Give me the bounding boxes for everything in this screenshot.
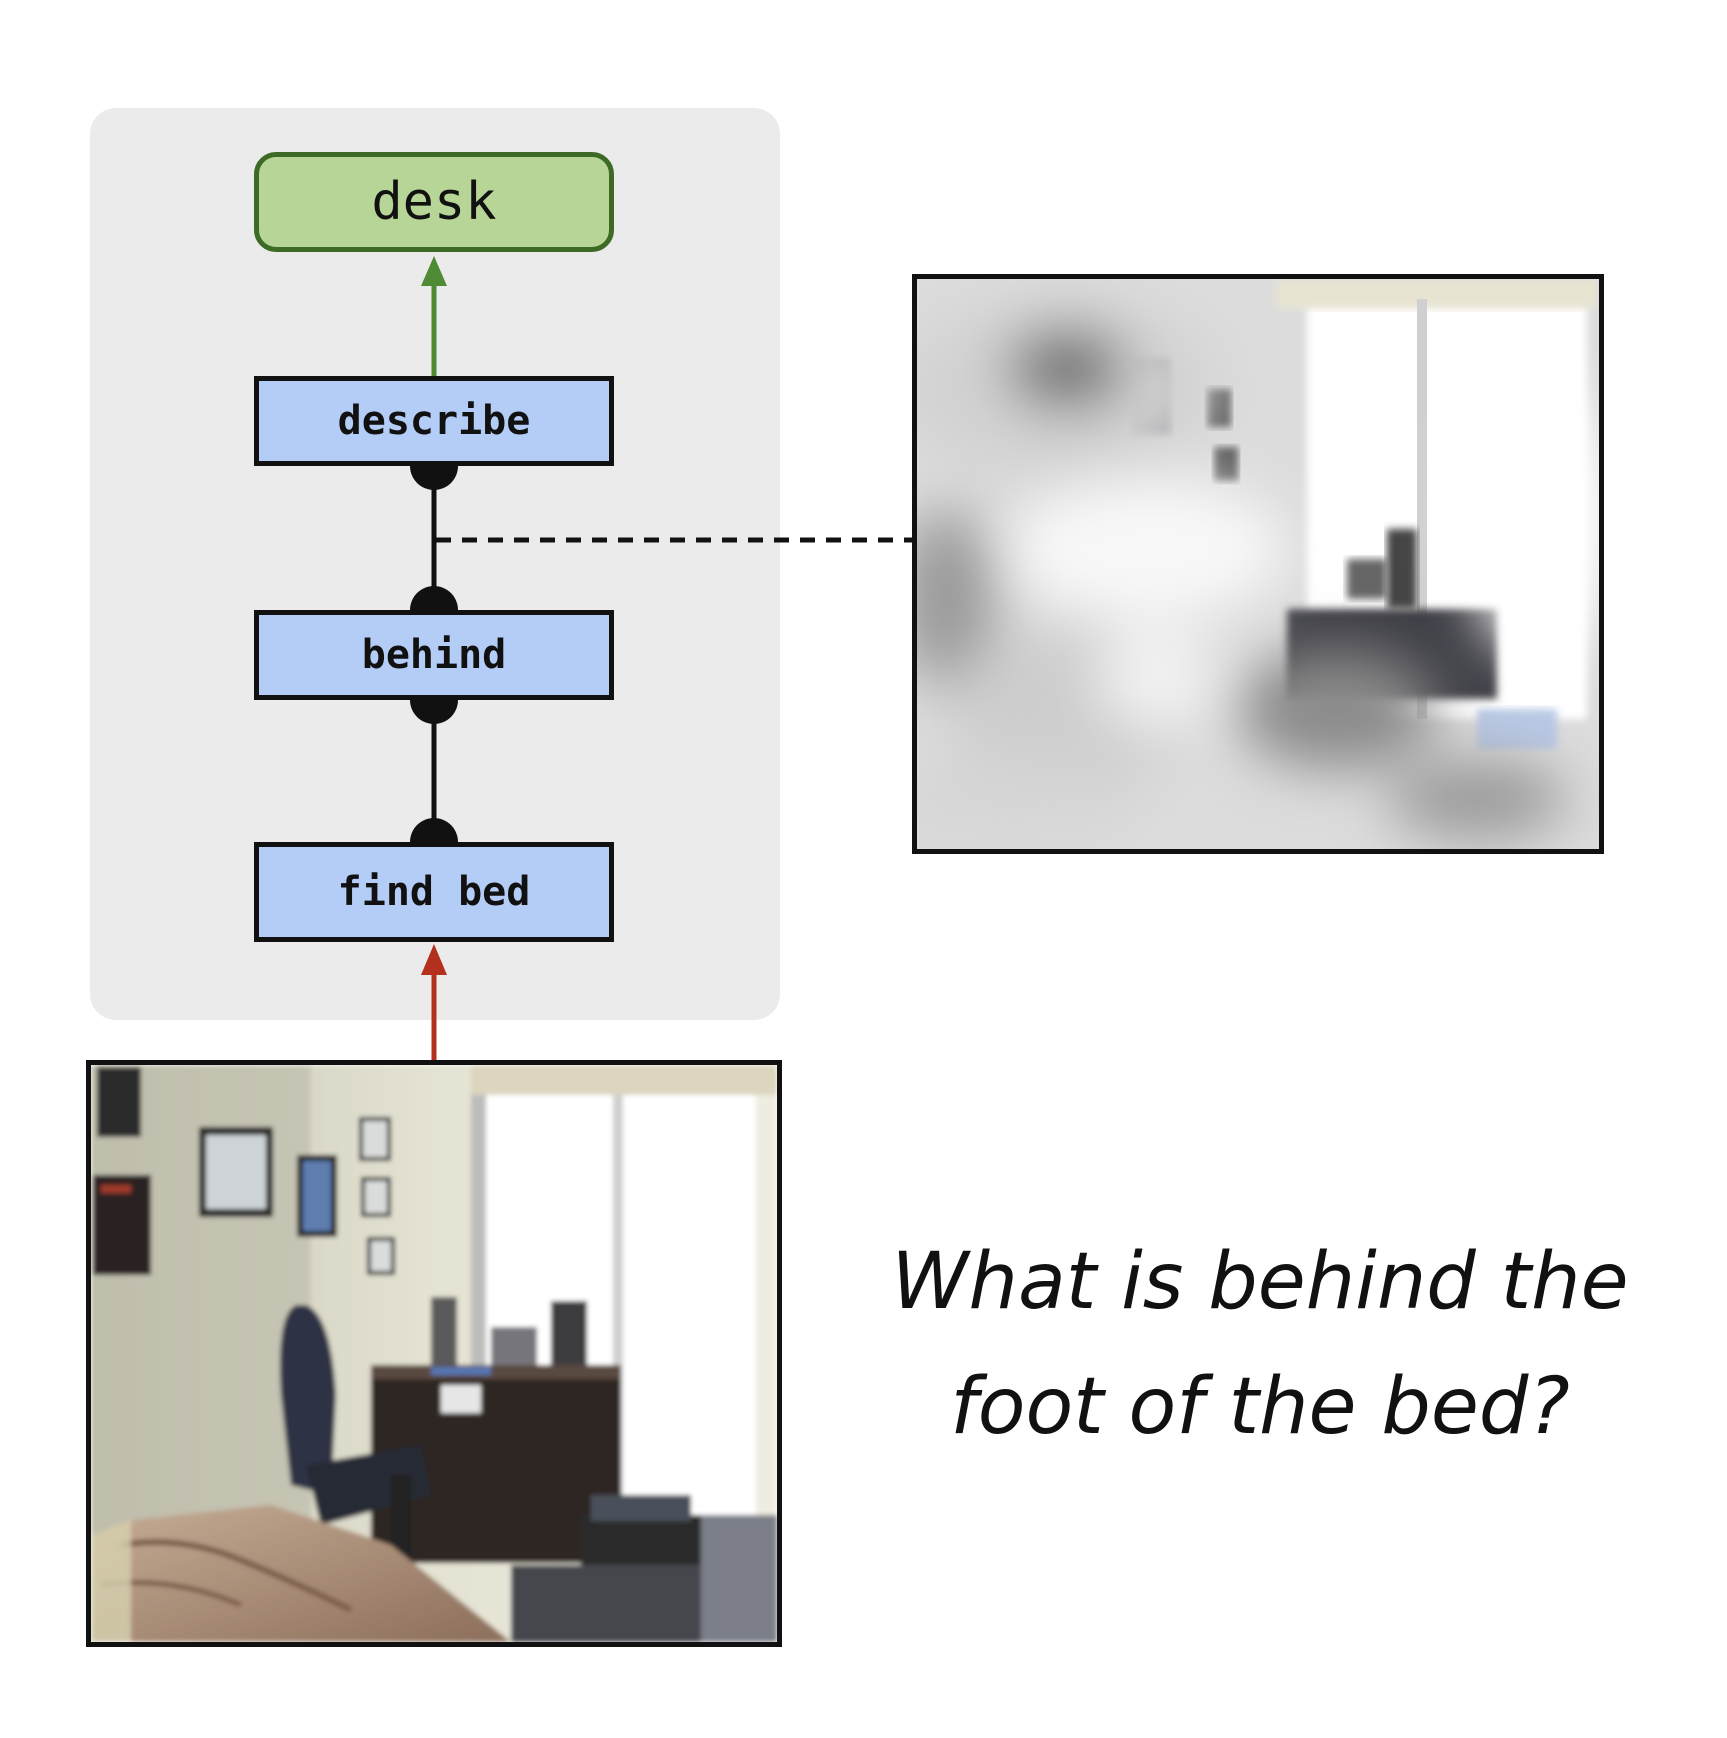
port-behind-top — [410, 586, 458, 610]
input-arrowhead — [421, 944, 447, 975]
module-behind: behind — [254, 610, 614, 700]
attention-map-picture — [917, 279, 1599, 849]
module-find-bed: find bed — [254, 842, 614, 942]
answer-node: desk — [254, 152, 614, 252]
port-describe-bottom — [410, 466, 458, 490]
input-photo — [86, 1060, 782, 1647]
bedroom-photo-picture — [91, 1065, 777, 1642]
port-behind-bottom — [410, 700, 458, 724]
question-line-2: foot of the bed? — [950, 1362, 1570, 1452]
output-arrowhead — [421, 256, 447, 286]
question-line-1: What is behind the — [891, 1237, 1629, 1327]
attention-map-image — [912, 274, 1604, 854]
question-text: What is behind the foot of the bed? — [850, 1220, 1670, 1470]
port-find-top — [410, 818, 458, 842]
module-describe: describe — [254, 376, 614, 466]
